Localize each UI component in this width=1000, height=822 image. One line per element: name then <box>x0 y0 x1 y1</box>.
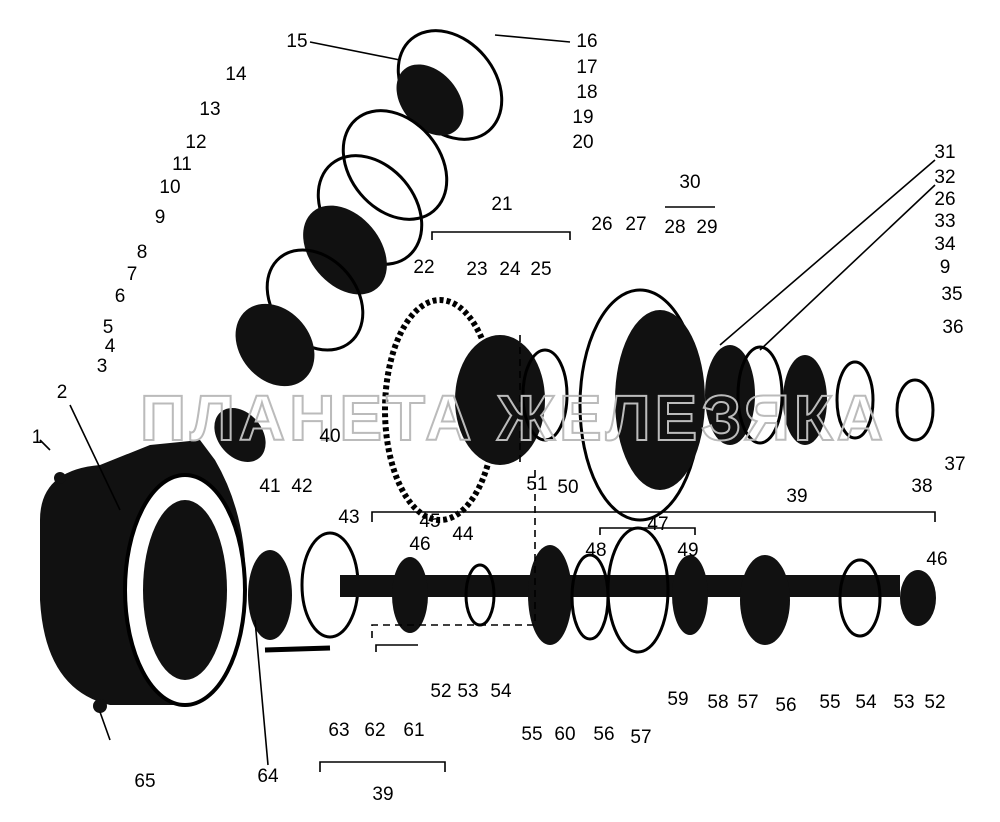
part-label: 60 <box>554 724 575 745</box>
part-label: 58 <box>707 692 728 713</box>
part-label: 50 <box>557 477 578 498</box>
part-label: 43 <box>338 507 359 528</box>
part-label: 59 <box>667 689 688 710</box>
part-label: 56 <box>593 724 614 745</box>
part-label: 31 <box>934 142 955 163</box>
part-label: 5 <box>103 317 114 338</box>
part-label: 44 <box>452 524 474 545</box>
part-label: 64 <box>257 766 279 787</box>
part-label: 38 <box>911 476 932 497</box>
part-label: 34 <box>934 234 956 255</box>
part-label: 46 <box>926 549 947 570</box>
part-label: 7 <box>127 264 138 285</box>
part-label: 25 <box>530 259 551 280</box>
part-label: 39 <box>786 486 807 507</box>
leader-lines <box>39 34 936 772</box>
part-label: 23 <box>466 259 487 280</box>
part-label: 51 <box>526 474 547 495</box>
part-label: 54 <box>855 692 877 713</box>
part-label: 10 <box>159 177 180 198</box>
upper-shaft-stack <box>214 29 504 462</box>
part-label: 52 <box>924 692 945 713</box>
part-label: 1 <box>32 427 43 448</box>
part-label: 40 <box>319 426 340 447</box>
part-label: 37 <box>944 454 965 475</box>
part-label: 55 <box>521 724 542 745</box>
part-label: 49 <box>677 540 698 561</box>
part-label: 54 <box>490 681 512 702</box>
watermark: ПЛАНЕТА ЖЕЛЕЗЯКА <box>140 382 887 454</box>
part-label: 33 <box>934 211 955 232</box>
part-label: 28 <box>664 217 685 238</box>
part-label: 47 <box>647 514 668 535</box>
part-label: 35 <box>941 284 962 305</box>
part-label: 32 <box>934 167 955 188</box>
part-label: 9 <box>155 207 166 228</box>
part-label: 29 <box>696 217 717 238</box>
part-label: 41 <box>259 476 280 497</box>
part-label: 14 <box>225 64 247 85</box>
part-label: 17 <box>576 57 597 78</box>
part-label: 15 <box>286 31 307 52</box>
part-label: 45 <box>419 511 440 532</box>
part-label: 8 <box>137 242 148 263</box>
part-label: 9 <box>940 257 951 278</box>
part-label: 4 <box>105 336 116 357</box>
part-label: 2 <box>57 382 68 403</box>
housing <box>40 440 247 713</box>
part-label: 3 <box>97 356 108 377</box>
part-label: 36 <box>942 317 963 338</box>
part-label: 24 <box>499 259 521 280</box>
part-label: 57 <box>737 692 758 713</box>
part-label: 55 <box>819 692 840 713</box>
part-label: 12 <box>185 132 206 153</box>
part-label: 19 <box>572 107 593 128</box>
part-label: 61 <box>403 720 424 741</box>
part-label: 11 <box>172 154 192 175</box>
part-label: 65 <box>134 771 155 792</box>
part-label: 39 <box>372 784 393 805</box>
part-label: 13 <box>199 99 220 120</box>
part-label: 53 <box>457 681 478 702</box>
part-label: 16 <box>576 31 597 52</box>
part-label: 27 <box>625 214 646 235</box>
gear-and-hub <box>382 288 935 523</box>
part-label: 26 <box>591 214 612 235</box>
part-label: 6 <box>115 286 126 307</box>
part-label: 62 <box>364 720 385 741</box>
part-label: 26 <box>934 189 955 210</box>
part-label: 21 <box>491 194 512 215</box>
part-label: 20 <box>572 132 593 153</box>
part-label: 56 <box>775 695 796 716</box>
part-label: 42 <box>291 476 312 497</box>
part-label: 18 <box>576 82 597 103</box>
part-label: 52 <box>430 681 451 702</box>
part-number-labels: 1 2 3 4 5 6 7 8 9 10 11 12 13 14 15 16 1… <box>32 31 966 805</box>
part-label: 63 <box>328 720 349 741</box>
part-label: 48 <box>585 540 606 561</box>
part-label: 30 <box>679 172 700 193</box>
part-label: 53 <box>893 692 914 713</box>
part-label: 46 <box>409 534 430 555</box>
part-label: 22 <box>413 257 434 278</box>
part-label: 57 <box>630 727 651 748</box>
